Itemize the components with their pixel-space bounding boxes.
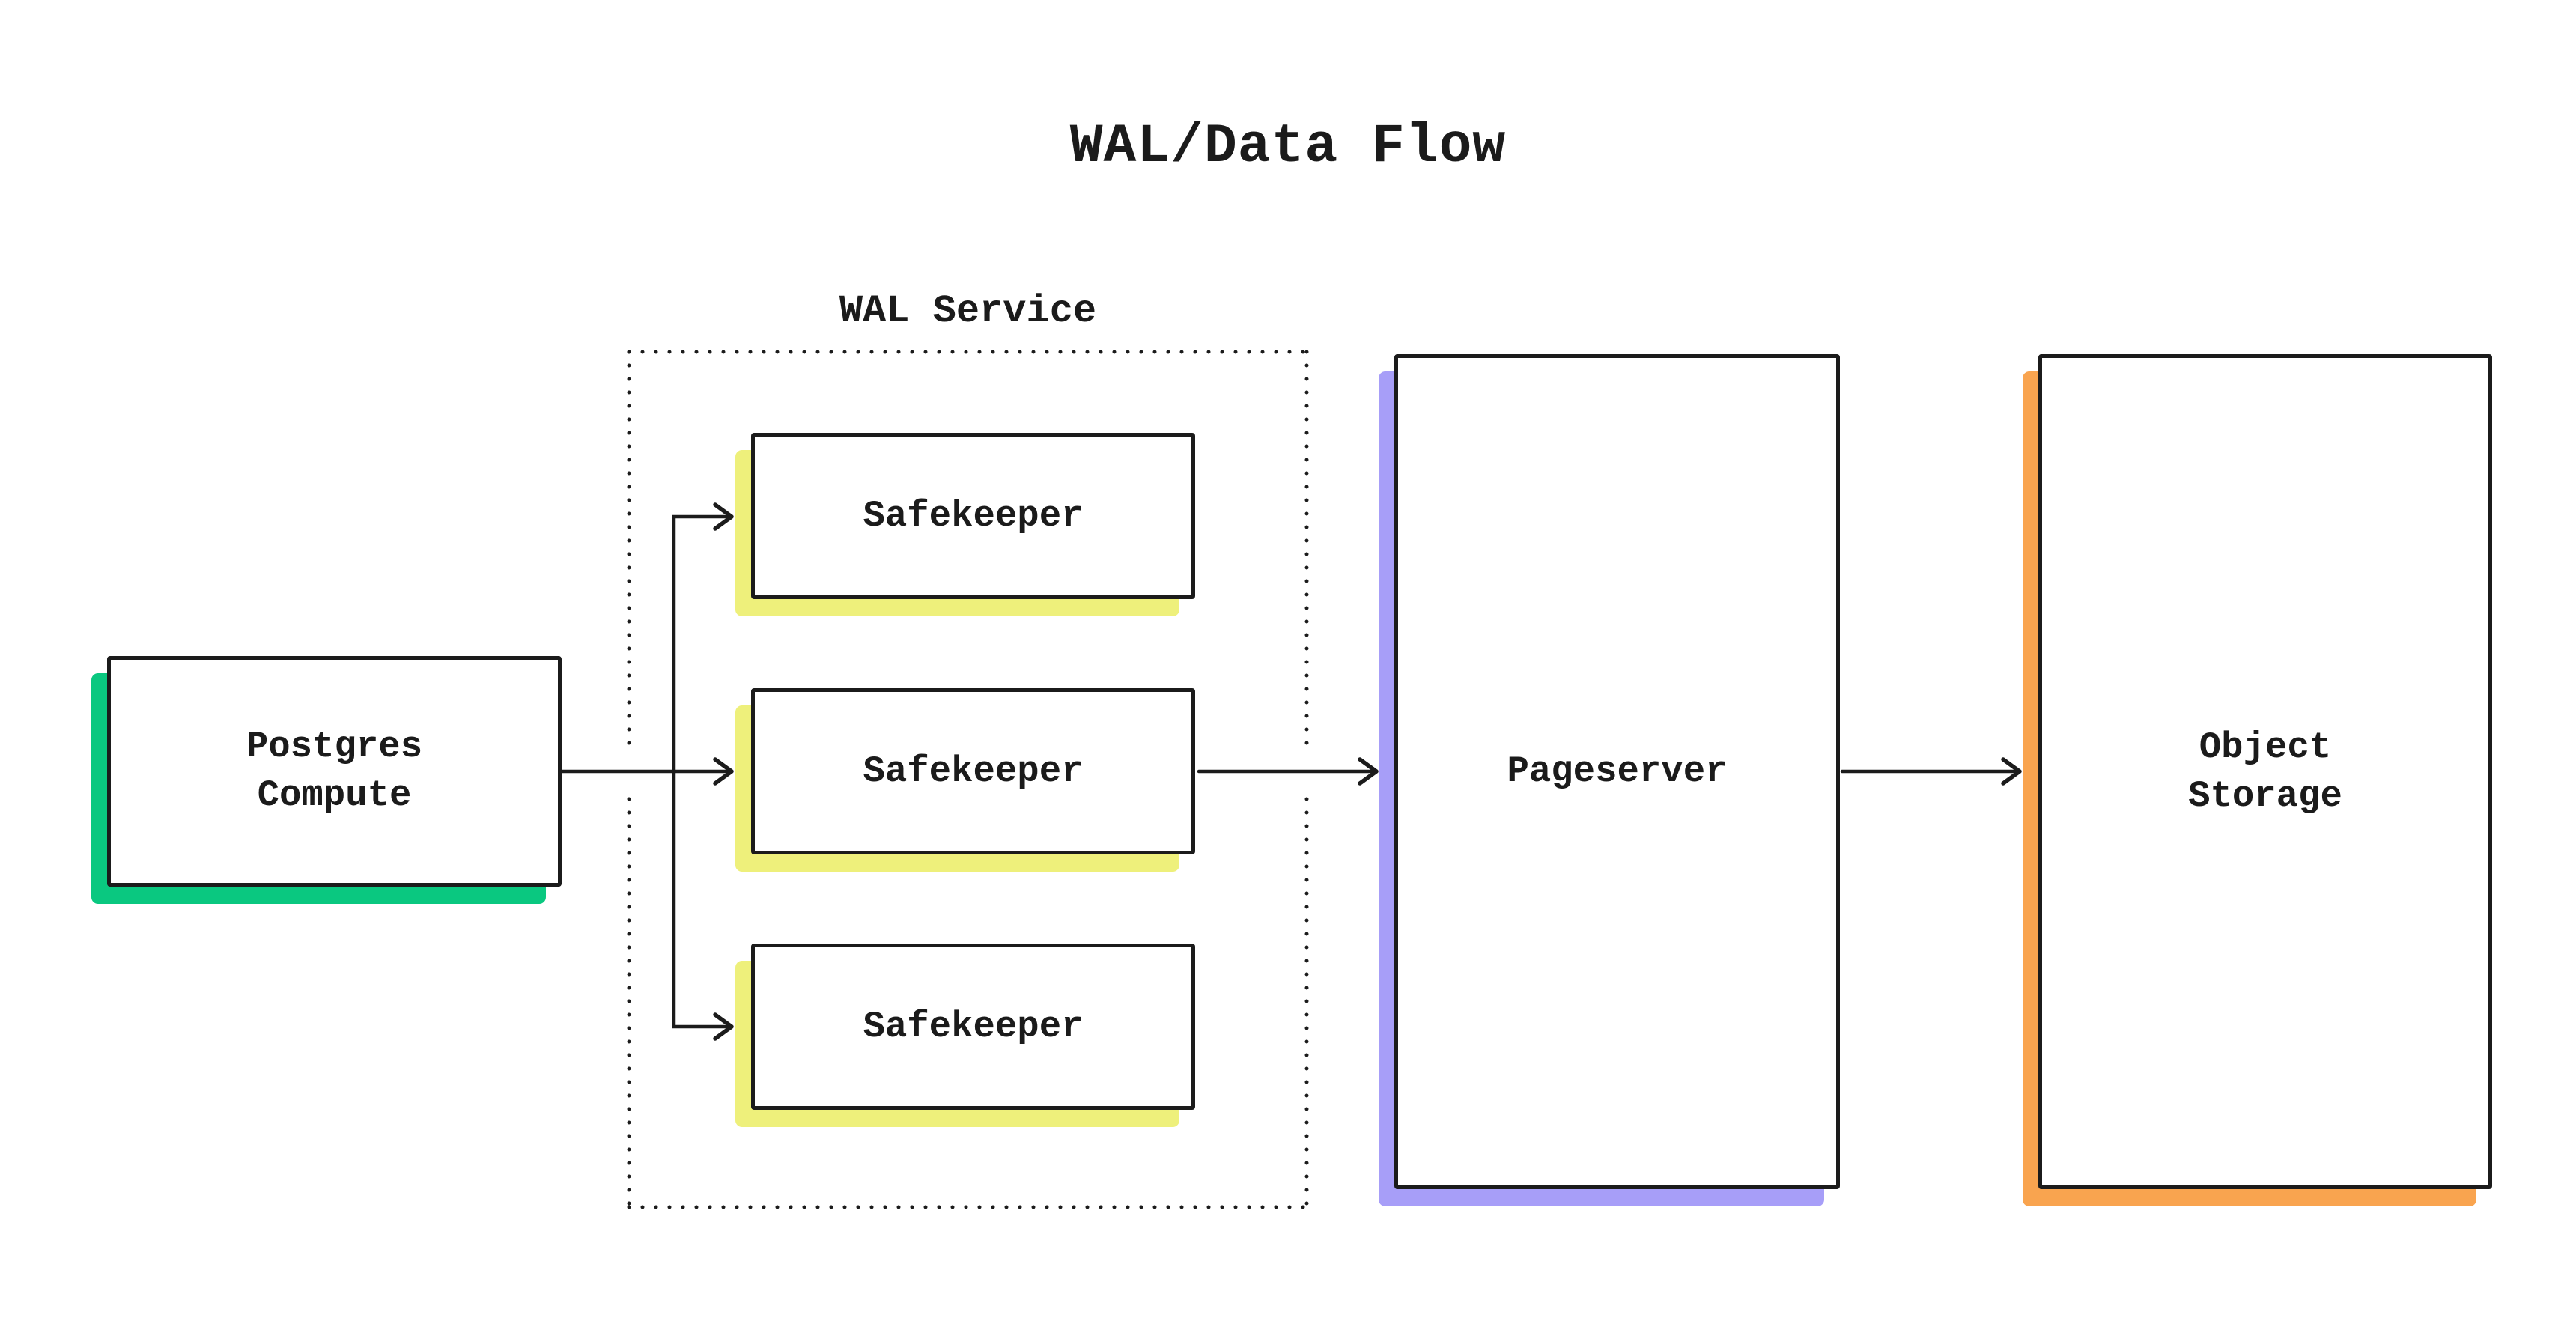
wal-service-group-label: WAL Service xyxy=(839,289,1097,333)
node-safekeeper-2: Safekeeper xyxy=(735,688,1195,872)
node-label: Safekeeper xyxy=(863,1005,1084,1048)
node-box: Safekeeper xyxy=(751,433,1195,599)
edge-branch-trunk xyxy=(672,514,732,1029)
node-safekeeper-1: Safekeeper xyxy=(735,433,1195,616)
diagram-title: WAL/Data Flow xyxy=(1069,115,1507,177)
arrowhead-safekeeper-3 xyxy=(713,1012,734,1041)
node-object-storage: Object Storage xyxy=(2023,354,2492,1206)
node-label: Postgres Compute xyxy=(246,726,423,816)
node-safekeeper-3: Safekeeper xyxy=(735,944,1195,1127)
node-label: Safekeeper xyxy=(863,750,1084,792)
node-label: Object Storage xyxy=(2188,726,2342,817)
node-label: Pageserver xyxy=(1507,750,1728,792)
edge-postgres-to-safekeepers xyxy=(559,502,734,1041)
node-pageserver: Pageserver xyxy=(1379,354,1840,1206)
edge-safekeeper-to-pageserver xyxy=(1197,757,1379,786)
arrowhead-object-storage xyxy=(2001,757,2022,786)
node-postgres-compute: Postgres Compute xyxy=(91,656,562,904)
node-box: Postgres Compute xyxy=(107,656,562,887)
node-box: Safekeeper xyxy=(751,688,1195,854)
edge-pageserver-to-object-storage xyxy=(1840,757,2022,786)
node-label: Safekeeper xyxy=(863,494,1084,537)
node-box: Object Storage xyxy=(2038,354,2492,1189)
node-box: Safekeeper xyxy=(751,944,1195,1110)
wal-service-dotted-border xyxy=(627,350,1309,1209)
node-box: Pageserver xyxy=(1394,354,1840,1189)
arrowhead-pageserver xyxy=(1358,757,1379,786)
arrowhead-safekeeper-2 xyxy=(713,757,734,786)
arrowhead-safekeeper-1 xyxy=(713,502,734,531)
